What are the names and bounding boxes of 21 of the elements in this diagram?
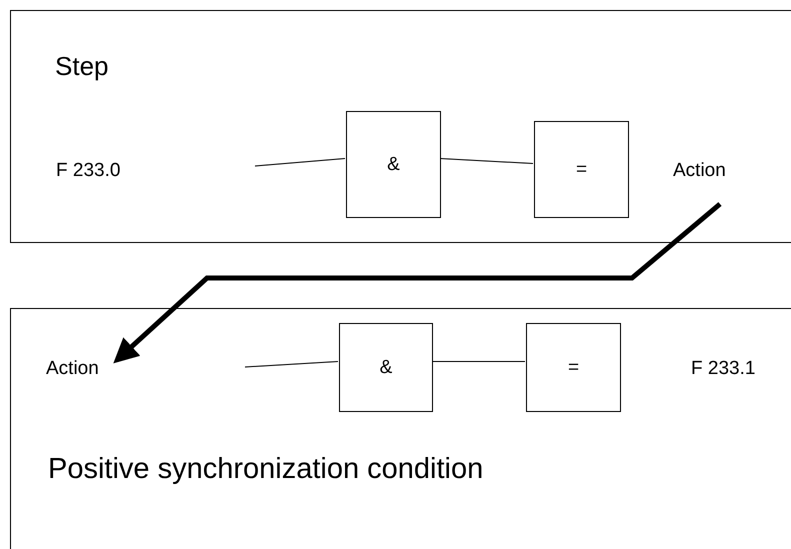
logic-block (346, 111, 441, 218)
block-symbol: = (568, 356, 580, 378)
logic-block (534, 121, 629, 218)
signal-label: F 233.0 (56, 160, 120, 182)
panel-title: Positive synchronization condition (48, 453, 484, 486)
panel-title: Step (55, 51, 108, 82)
block-symbol: & (387, 154, 400, 176)
panel-frame (10, 308, 791, 549)
connector-line (432, 361, 526, 362)
signal-label: F 233.1 (691, 358, 756, 380)
logic-block (339, 323, 433, 412)
thick-arrow (113, 202, 722, 364)
signal-label: Action (673, 160, 726, 182)
connector-line (440, 158, 534, 164)
panel-frame (10, 10, 791, 243)
block-symbol: = (576, 158, 588, 180)
connector-line (244, 361, 338, 368)
connector-line (254, 158, 346, 166)
logic-block (526, 323, 621, 412)
block-symbol: & (380, 356, 392, 378)
signal-label: Action (46, 358, 99, 380)
